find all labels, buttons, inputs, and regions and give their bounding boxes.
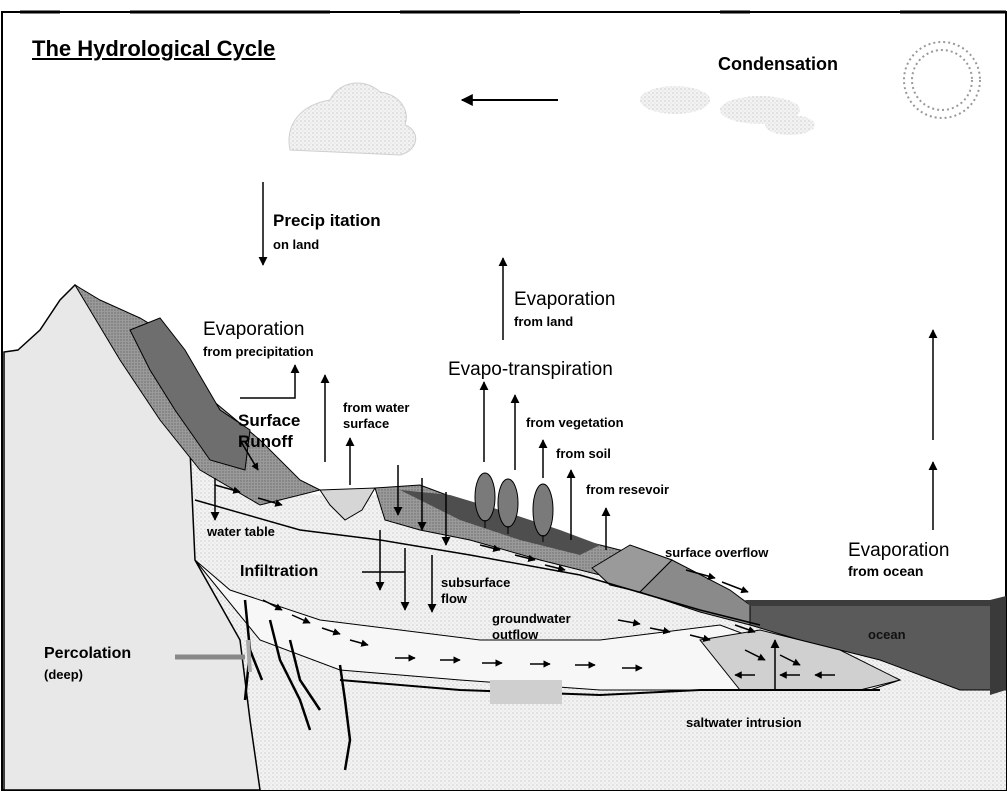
label-groundwater-outflow: groundwater	[492, 612, 571, 625]
label-from-water-surface: from water	[343, 401, 409, 414]
label-surface-overflow: surface overflow	[665, 546, 768, 559]
label-condensation: Condensation	[718, 55, 838, 73]
label-percolation-sub: (deep)	[44, 668, 83, 681]
ocean-side	[990, 596, 1006, 695]
label-subsurface-flow-2: flow	[441, 592, 467, 605]
label-from-resevoir: from resevoir	[586, 483, 669, 496]
label-evapotranspiration: Evapo-transpiration	[448, 360, 613, 379]
label-water-table: water table	[207, 525, 275, 538]
label-saltwater-intrusion: saltwater intrusion	[686, 716, 802, 729]
label-evaporation-precip: Evaporation	[203, 320, 304, 339]
label-precipitation: Precip itation	[273, 212, 381, 229]
label-from-vegetation: from vegetation	[526, 416, 624, 429]
label-evaporation-ocean-sub: from ocean	[848, 564, 923, 578]
label-groundwater-outflow-2: outflow	[492, 628, 538, 641]
label-ocean: ocean	[868, 628, 906, 641]
label-evaporation-land: Evaporation	[514, 290, 615, 309]
label-precipitation-sub: on land	[273, 238, 319, 251]
label-from-soil: from soil	[556, 447, 611, 460]
label-evaporation-ocean: Evaporation	[848, 541, 949, 560]
label-evaporation-land-sub: from land	[514, 315, 573, 328]
label-surface-runoff: Surface	[238, 412, 300, 429]
label-surface-runoff-2: Runoff	[238, 433, 293, 450]
label-percolation: Percolation	[44, 646, 131, 662]
ocean-surface	[745, 600, 1006, 606]
gray-patch	[490, 680, 562, 704]
label-evaporation-precip-sub: from precipitation	[203, 345, 314, 358]
label-subsurface-flow: subsurface	[441, 576, 510, 589]
diagram-title: The Hydrological Cycle	[32, 38, 275, 60]
label-from-water-surface-2: surface	[343, 417, 389, 430]
label-infiltration: Infiltration	[240, 564, 318, 580]
